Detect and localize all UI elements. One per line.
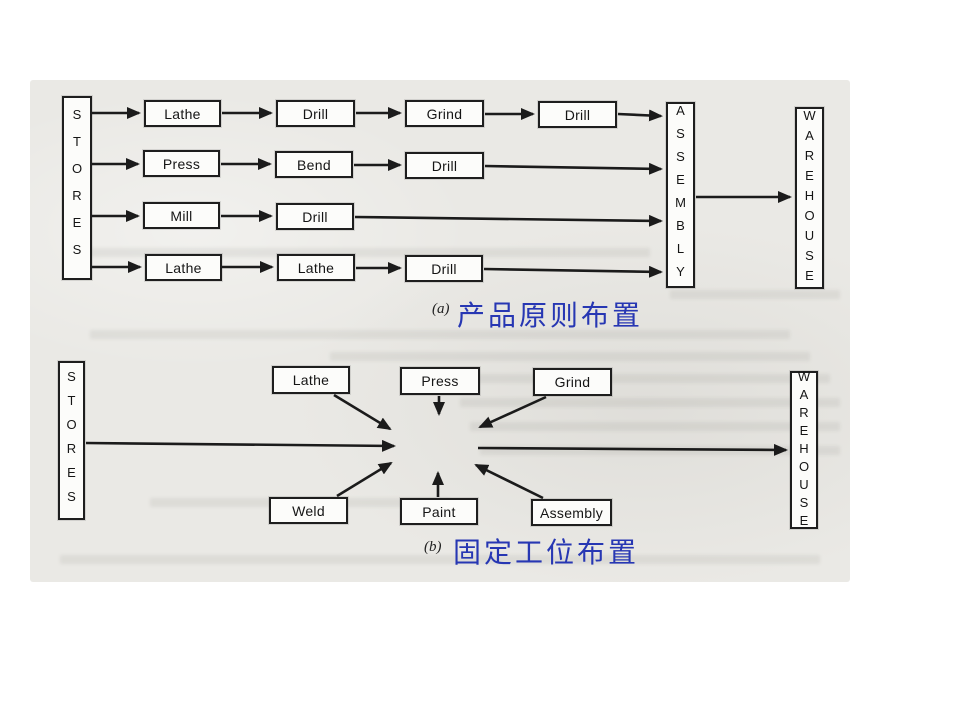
- diagram-a-warehouse-box: WAREHOUSE: [795, 107, 824, 289]
- station-box-weld: Weld: [269, 497, 348, 524]
- scan-artifact: [90, 330, 790, 339]
- process-box-lathe: Lathe: [144, 100, 221, 127]
- scan-artifact: [450, 374, 830, 383]
- assembly-label: ASSEMBLY: [673, 103, 688, 287]
- process-box-drill: Drill: [405, 152, 484, 179]
- diagram-b-stores-box: STORES: [58, 361, 85, 520]
- stores-label: STORES: [69, 107, 85, 269]
- scan-artifact: [460, 398, 840, 407]
- stores-label: STORES: [64, 368, 79, 513]
- warehouse-label: WAREHOUSE: [802, 108, 817, 288]
- process-box-drill: Drill: [405, 255, 483, 282]
- station-box-assembly: Assembly: [531, 499, 612, 526]
- scan-artifact: [90, 248, 650, 257]
- warehouse-label: WAREHOUSE: [796, 369, 812, 531]
- diagram-a-assembly-box: ASSEMBLY: [666, 102, 695, 288]
- diagram-b-warehouse-box: WAREHOUSE: [790, 369, 818, 531]
- station-box-paint: Paint: [400, 498, 478, 525]
- scan-artifact: [470, 422, 840, 431]
- process-box-drill: Drill: [276, 100, 355, 127]
- station-box-lathe: Lathe: [272, 366, 350, 394]
- process-box-press: Press: [143, 150, 220, 177]
- scan-artifact: [480, 446, 840, 455]
- process-box-grind: Grind: [405, 100, 484, 127]
- caption-a-index: (a): [432, 301, 450, 317]
- process-box-mill: Mill: [143, 202, 220, 229]
- process-box-drill: Drill: [276, 203, 354, 230]
- diagram-a-stores-box: STORES: [62, 96, 92, 280]
- scan-artifact: [330, 352, 810, 361]
- scan-artifact: [670, 290, 840, 299]
- process-box-lathe: Lathe: [145, 254, 222, 281]
- process-box-bend: Bend: [275, 151, 353, 178]
- caption-b-index: (b): [424, 539, 442, 555]
- station-box-press: Press: [400, 367, 480, 395]
- station-box-grind: Grind: [533, 368, 612, 396]
- scan-artifact: [60, 555, 820, 564]
- process-box-drill: Drill: [538, 101, 617, 128]
- process-box-lathe: Lathe: [277, 254, 355, 281]
- caption-a-text: 产品原则布置: [457, 300, 644, 331]
- caption-b-text: 固定工位布置: [453, 537, 640, 568]
